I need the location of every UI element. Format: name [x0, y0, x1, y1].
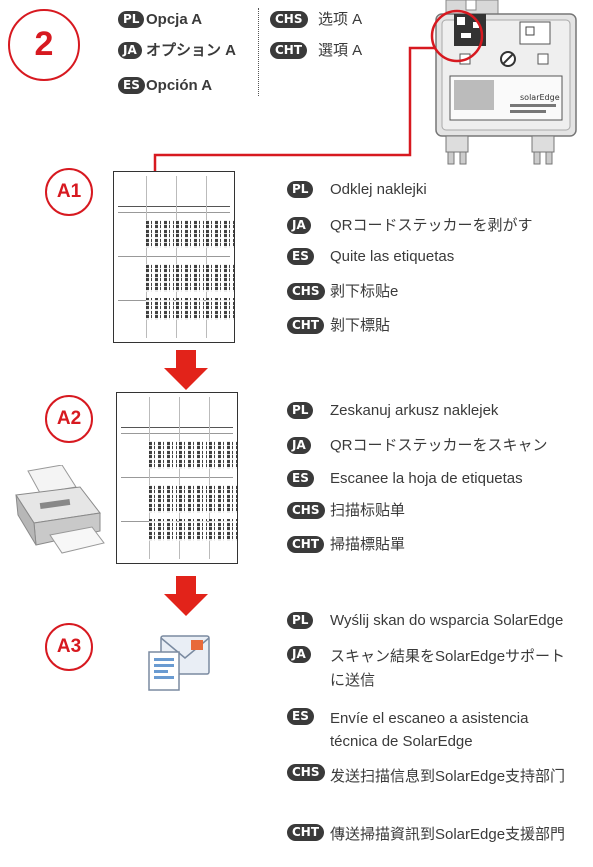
- a1-text-chs: 剥下标贴e: [330, 283, 399, 300]
- a3-text-chs: 发送扫描信息到SolarEdge支持部门: [330, 768, 566, 785]
- step-a1-badge: A1: [45, 168, 93, 216]
- lang-badge-chs: CHS: [270, 11, 308, 28]
- a2-text-chs: 扫描标贴单: [330, 502, 406, 519]
- step-a3-badge: A3: [45, 623, 93, 671]
- lang-badge-cht: CHT: [270, 42, 308, 59]
- down-arrow-icon-2: [176, 576, 196, 594]
- a2-text-pl: Zeskanuj arkusz naklejek: [330, 402, 499, 419]
- a1-badge-chs: CHS: [287, 283, 325, 300]
- step-a2-label: A2: [56, 408, 82, 429]
- option-label-es: Opción A: [146, 77, 213, 94]
- option-label-pl: Opcja A: [146, 11, 203, 28]
- a2-badge-cht: CHT: [287, 536, 325, 553]
- a1-text-ja: QRコードステッカーを剥がす: [330, 217, 533, 234]
- down-arrow-head: [164, 368, 208, 390]
- a1-badge-ja: JA: [287, 217, 311, 234]
- a2-badge-pl: PL: [287, 402, 314, 419]
- step-a2-badge: A2: [45, 395, 93, 443]
- option-label-cht: 選項 A: [318, 42, 363, 59]
- down-arrow-icon: [176, 350, 196, 368]
- a2-text-es: Escanee la hoja de etiquetas: [330, 470, 523, 487]
- a2-badge-ja: JA: [287, 437, 311, 454]
- device-illustration: solarEdge: [428, 0, 578, 165]
- step-a3-label: A3: [56, 636, 82, 657]
- svg-text:solarEdge: solarEdge: [520, 93, 560, 102]
- a1-text-es: Quite las etiquetas: [330, 248, 455, 265]
- a2-text-ja: QRコードステッカーをスキャン: [330, 437, 548, 454]
- lang-badge-es: ES: [118, 77, 145, 94]
- option-label-ja: オプション A: [146, 42, 237, 59]
- a1-text-cht: 剝下標貼: [330, 317, 391, 334]
- a3-badge-chs: CHS: [287, 764, 325, 781]
- a2-badge-chs: CHS: [287, 502, 325, 519]
- email-envelope-icon: [145, 630, 213, 692]
- a1-badge-cht: CHT: [287, 317, 325, 334]
- option-label-chs: 选项 A: [318, 11, 363, 28]
- column-divider: [258, 8, 259, 96]
- scanner-icon: [10, 464, 105, 555]
- a3-text-es: Envíe el escaneo a asistencia técnica de…: [330, 710, 529, 750]
- step-number: 2: [34, 25, 54, 63]
- a3-badge-ja: JA: [287, 646, 311, 663]
- step-number-badge: 2: [8, 9, 80, 81]
- a3-text-cht: 傳送掃描資訊到SolarEdge支援部門: [330, 826, 566, 843]
- a1-text-pl: Odklej naklejki: [330, 181, 427, 198]
- a1-badge-pl: PL: [287, 181, 314, 198]
- a3-badge-cht: CHT: [287, 824, 325, 841]
- lang-badge-ja: JA: [118, 42, 142, 59]
- a1-badge-es: ES: [287, 248, 314, 265]
- a2-text-cht: 掃描標貼單: [330, 536, 406, 553]
- a3-badge-es: ES: [287, 708, 314, 725]
- step-a1-label: A1: [56, 181, 82, 202]
- a3-text-pl: Wyślij skan do wsparcia SolarEdge: [330, 612, 564, 629]
- a2-badge-es: ES: [287, 470, 314, 487]
- a3-text-ja: スキャン結果をSolarEdgeサポートに送信: [330, 648, 566, 689]
- a3-badge-pl: PL: [287, 612, 314, 629]
- sticker-sheet-a1: [113, 171, 235, 343]
- sticker-sheet-a2: [116, 392, 238, 564]
- lang-badge-pl: PL: [118, 11, 145, 28]
- down-arrow-head-2: [164, 594, 208, 616]
